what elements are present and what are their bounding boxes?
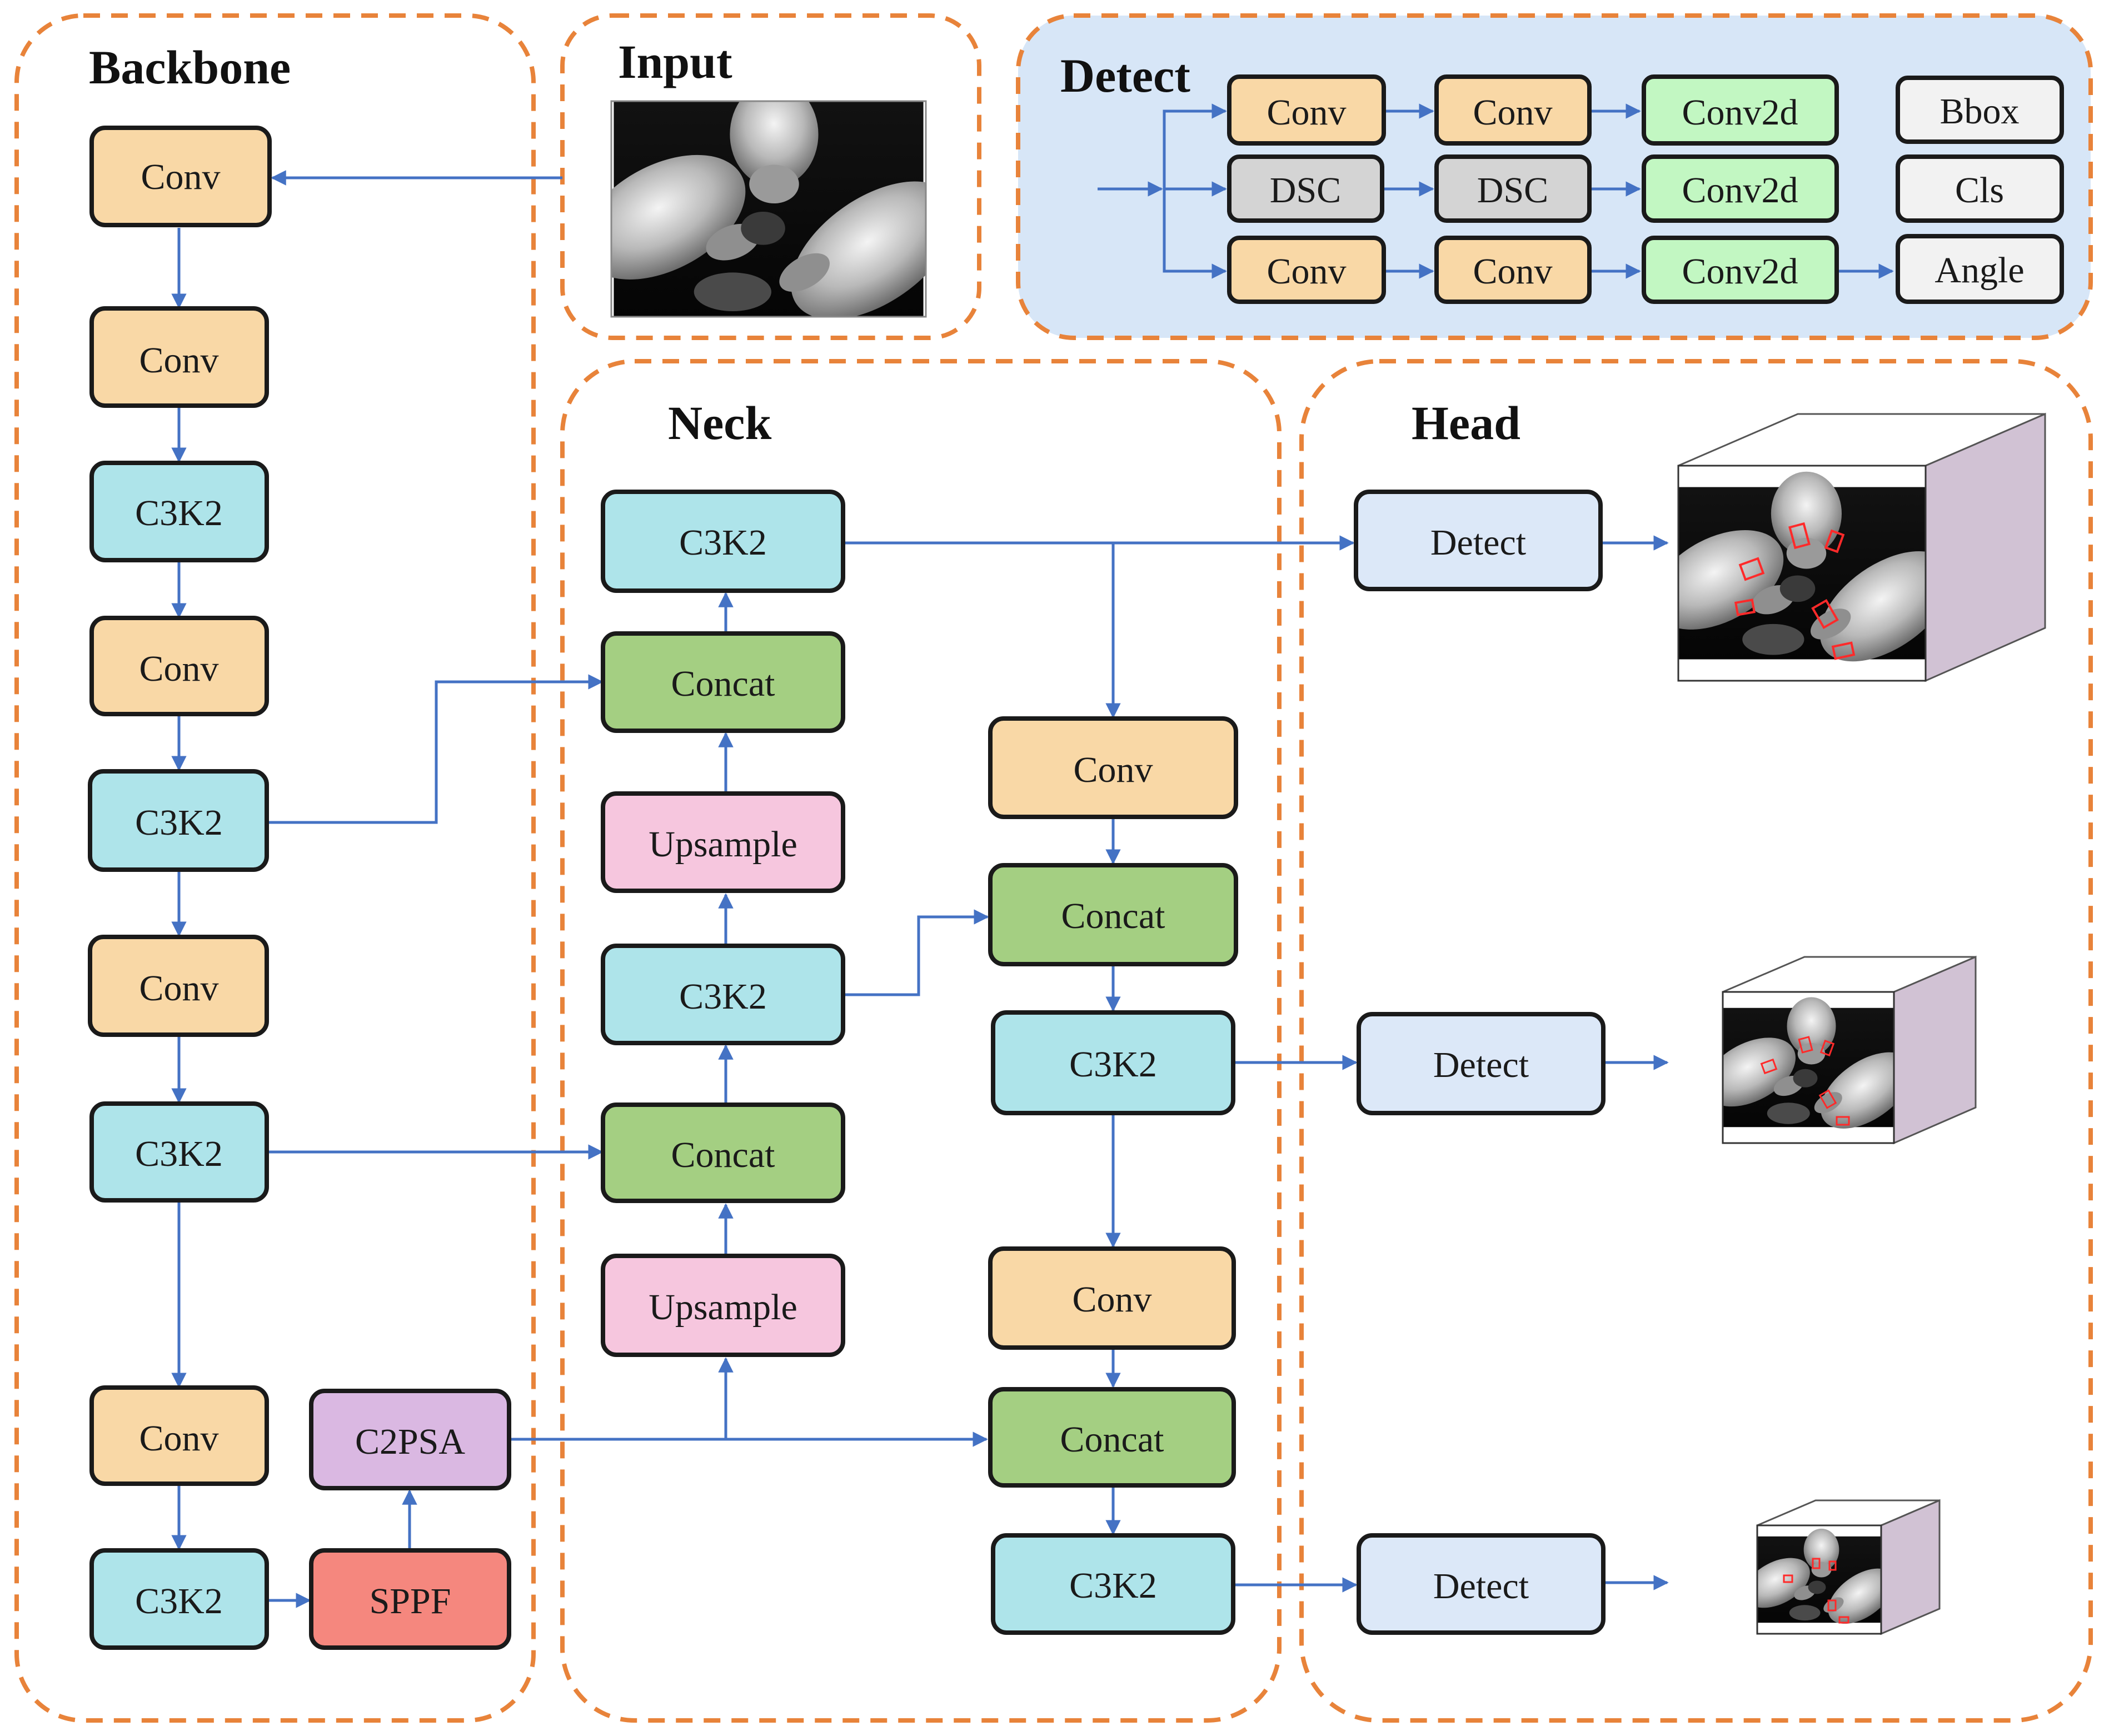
neck-conv-r1: Conv xyxy=(988,716,1238,819)
detect-module-title: Detect xyxy=(1060,49,1190,102)
head-detect-1-label: Detect xyxy=(1430,522,1526,563)
neck-concat-r2: Concat xyxy=(988,1387,1236,1488)
backbone-c3k2-2-label: C3K2 xyxy=(135,802,223,843)
detect-output-bbox-label: Bbox xyxy=(1940,91,2019,132)
neck-concat-r2-label: Concat xyxy=(1060,1419,1164,1460)
neck-c3k2-r2: C3K2 xyxy=(991,1533,1235,1635)
neck-conv-r1-label: Conv xyxy=(1073,750,1153,790)
backbone-c3k2-2: C3K2 xyxy=(88,769,269,872)
neck-upsample-2-label: Upsample xyxy=(649,1287,797,1328)
detect-row2-dsc-b: DSC xyxy=(1434,154,1592,223)
head-detect-3: Detect xyxy=(1357,1533,1606,1635)
neck-region xyxy=(560,359,1282,1723)
backbone-c3k2-1-label: C3K2 xyxy=(135,493,223,533)
neck-c3k2-top: C3K2 xyxy=(601,490,845,593)
backbone-c3k2-4: C3K2 xyxy=(89,1548,269,1650)
neck-upsample-1-label: Upsample xyxy=(649,824,797,865)
backbone-conv-2: Conv xyxy=(89,306,269,408)
head-region xyxy=(1299,359,2093,1723)
detect-row1-conv-a: Conv xyxy=(1227,74,1386,146)
neck-concat-r1: Concat xyxy=(988,863,1238,966)
backbone-conv-3-label: Conv xyxy=(139,648,218,689)
detect-row3-conv-a: Conv xyxy=(1227,236,1386,304)
neck-concat-1-label: Concat xyxy=(671,664,775,704)
detect-row3-conv-b: Conv xyxy=(1434,236,1592,304)
detect-row1-conv-b: Conv xyxy=(1434,74,1592,146)
neck-title: Neck xyxy=(668,396,771,450)
neck-upsample-1: Upsample xyxy=(601,791,845,893)
backbone-conv-4: Conv xyxy=(88,935,269,1037)
detect-row2-dsc-a-label: DSC xyxy=(1270,170,1341,211)
neck-c3k2-r1: C3K2 xyxy=(991,1010,1235,1115)
neck-concat-2: Concat xyxy=(601,1103,845,1203)
backbone-conv-5: Conv xyxy=(89,1385,269,1486)
detect-row3-conv2d: Conv2d xyxy=(1642,236,1839,304)
detect-row2-dsc-a: DSC xyxy=(1227,154,1384,223)
detect-output-angle-label: Angle xyxy=(1935,250,2024,291)
backbone-c3k2-3: C3K2 xyxy=(89,1101,269,1203)
neck-c3k2-r1-label: C3K2 xyxy=(1069,1044,1157,1085)
backbone-c3k2-3-label: C3K2 xyxy=(135,1134,223,1174)
output-cube-small xyxy=(1756,1499,1941,1635)
output-cube-large xyxy=(1677,412,2046,682)
detect-output-cls: Cls xyxy=(1896,154,2064,223)
head-title: Head xyxy=(1412,396,1520,450)
detect-row1-conv-b-label: Conv xyxy=(1473,92,1552,133)
detect-row2-conv2d-label: Conv2d xyxy=(1682,170,1798,211)
backbone-c2psa-label: C2PSA xyxy=(355,1421,465,1462)
neck-concat-r1-label: Concat xyxy=(1061,896,1165,936)
backbone-conv-5-label: Conv xyxy=(139,1418,218,1459)
neck-c3k2-mid: C3K2 xyxy=(601,944,845,1045)
backbone-c3k2-4-label: C3K2 xyxy=(135,1581,223,1622)
backbone-conv-1-label: Conv xyxy=(141,157,220,197)
backbone-conv-3: Conv xyxy=(89,616,269,716)
detect-row1-conv2d-label: Conv2d xyxy=(1682,92,1798,133)
detect-output-bbox: Bbox xyxy=(1896,76,2064,144)
neck-concat-2-label: Concat xyxy=(671,1135,775,1175)
backbone-conv-4-label: Conv xyxy=(139,968,218,1009)
detect-row3-conv-b-label: Conv xyxy=(1473,251,1552,292)
backbone-sppf: SPPF xyxy=(309,1548,511,1650)
input-title: Input xyxy=(618,35,732,88)
detect-row1-conv-a-label: Conv xyxy=(1267,92,1346,133)
input-image xyxy=(610,100,927,318)
neck-c3k2-top-label: C3K2 xyxy=(679,522,767,563)
detect-row3-conv2d-label: Conv2d xyxy=(1682,251,1798,292)
backbone-conv-2-label: Conv xyxy=(139,340,218,381)
detect-row2-conv2d: Conv2d xyxy=(1642,154,1839,223)
head-detect-1: Detect xyxy=(1354,490,1603,591)
detect-output-cls-label: Cls xyxy=(1955,170,2004,211)
neck-concat-1: Concat xyxy=(601,631,845,733)
backbone-c2psa: C2PSA xyxy=(309,1389,511,1490)
detect-output-angle: Angle xyxy=(1896,234,2064,304)
backbone-c3k2-1: C3K2 xyxy=(89,461,269,562)
head-detect-3-label: Detect xyxy=(1433,1566,1529,1607)
neck-conv-r2-label: Conv xyxy=(1072,1279,1151,1320)
neck-conv-r2: Conv xyxy=(988,1246,1236,1350)
neck-c3k2-r2-label: C3K2 xyxy=(1069,1565,1157,1606)
detect-row2-dsc-b-label: DSC xyxy=(1477,170,1548,211)
detect-row3-conv-a-label: Conv xyxy=(1267,251,1346,292)
neck-upsample-2: Upsample xyxy=(601,1254,845,1357)
backbone-sppf-label: SPPF xyxy=(370,1581,451,1622)
output-cube-medium xyxy=(1722,955,1977,1145)
backbone-title: Backbone xyxy=(89,41,291,94)
neck-c3k2-mid-label: C3K2 xyxy=(679,976,767,1017)
head-detect-2: Detect xyxy=(1357,1012,1606,1115)
detect-row1-conv2d: Conv2d xyxy=(1642,74,1839,146)
edges xyxy=(171,103,1894,1608)
backbone-conv-1: Conv xyxy=(89,126,272,227)
head-detect-2-label: Detect xyxy=(1433,1045,1529,1085)
